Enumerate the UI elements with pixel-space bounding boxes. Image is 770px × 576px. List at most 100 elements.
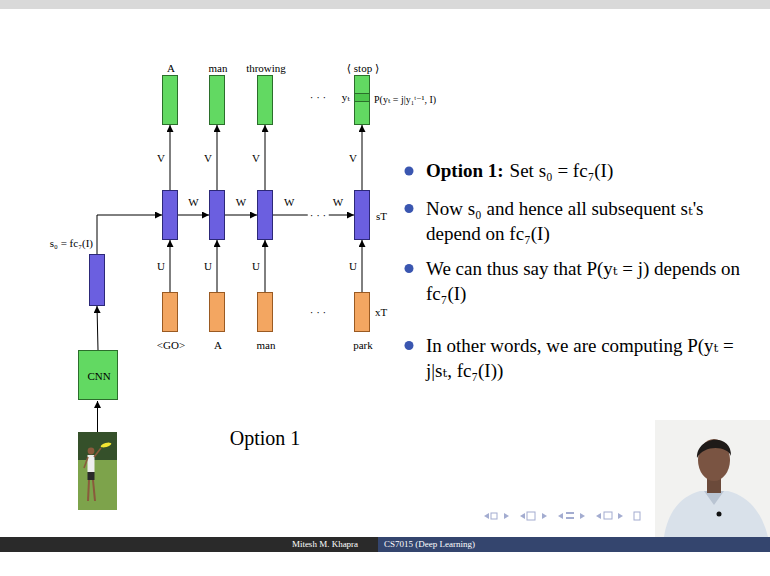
- weight-label: U: [204, 260, 212, 272]
- navigation-symbols: [484, 512, 640, 520]
- presenter-video: [655, 420, 770, 537]
- weight-label: U: [157, 260, 165, 272]
- photo-leg: [88, 480, 89, 501]
- figure-caption: Option 1: [230, 427, 301, 449]
- ellipsis: · · ·: [310, 306, 327, 318]
- output-word: ⟨ stop ⟩: [347, 62, 379, 74]
- output-symbol: yₜ: [342, 91, 350, 103]
- output-word: A: [167, 62, 175, 74]
- input-word: A: [214, 339, 222, 351]
- weight-label: U: [252, 260, 260, 272]
- input-photo: [78, 432, 117, 510]
- nav-symbol: [580, 513, 585, 519]
- connector-arrow: [265, 125, 266, 190]
- footer-author: Mitesh M. Khapra: [292, 540, 358, 550]
- nav-symbol: [618, 513, 623, 519]
- nav-symbol: [542, 513, 547, 519]
- input-word: man: [257, 339, 276, 351]
- bullet-heading: Option 1:: [426, 161, 504, 182]
- photo-shorts: [88, 472, 95, 480]
- weight-label: V: [204, 151, 212, 163]
- ellipsis: · · ·: [310, 91, 327, 103]
- nav-symbol: [596, 513, 601, 519]
- connector-arrow: [362, 125, 363, 190]
- nav-symbol: [491, 513, 497, 519]
- connector-arrow: [217, 125, 218, 190]
- output-box: A: [162, 75, 178, 125]
- state-name: sT: [376, 210, 387, 222]
- input-symbol: xT: [375, 306, 387, 318]
- output-word: throwing: [246, 62, 286, 74]
- nav-symbol: [527, 512, 535, 520]
- connector-arrow: [97, 215, 162, 254]
- photo-trees: [78, 432, 117, 460]
- box-title: CNN: [87, 370, 110, 382]
- footer-bar: [0, 537, 770, 552]
- nav-symbol: [558, 513, 563, 519]
- weight-label: V: [252, 151, 260, 163]
- footer-right: [378, 537, 770, 552]
- hidden-state-box: [257, 190, 273, 240]
- connector-arrow: [265, 240, 266, 292]
- bullet-text: Set s₀ = fc₇(I): [510, 161, 614, 182]
- connector-arrow: [178, 215, 209, 216]
- photo-grass: [78, 432, 117, 510]
- nav-symbol: [634, 512, 640, 520]
- weight-label: V: [349, 151, 357, 163]
- connector-arrow: [170, 125, 171, 190]
- connector-arrow: [217, 240, 218, 292]
- input-box: man: [257, 292, 273, 332]
- weight-label: W: [188, 196, 198, 208]
- photo-leg: [93, 480, 95, 501]
- input-box: <GO>: [162, 292, 178, 332]
- hidden-state-box: sT: [354, 190, 370, 240]
- nav-symbol: [484, 513, 489, 519]
- photo-arm: [84, 457, 88, 468]
- presenter-microphone: [717, 512, 722, 517]
- connector-arrow: [170, 240, 171, 292]
- output-box: man: [209, 75, 225, 125]
- bullet-dot: [405, 167, 414, 176]
- footer-course: CS7015 (Deep Learning): [384, 540, 475, 550]
- output-box: throwing: [257, 75, 273, 125]
- weight-label: W: [236, 196, 246, 208]
- top-band: [0, 0, 770, 9]
- hidden-state-box: [209, 190, 225, 240]
- footer-left: [0, 537, 378, 552]
- ellipsis: · · ·: [308, 209, 329, 221]
- presenter-shirt: [664, 491, 768, 537]
- cnn-box: CNN: [78, 350, 118, 400]
- probability-formula: P(yₜ = j|y₁ᵗ⁻¹, I): [374, 94, 436, 105]
- connector-arrow: [97, 306, 98, 350]
- weight-label: W: [284, 196, 294, 208]
- hidden-state-box: [162, 190, 178, 240]
- bullet-text: We can thus say that P(yₜ = j) depends o…: [426, 256, 751, 306]
- output-box: ⟨ stop ⟩: [354, 75, 370, 125]
- bullet-dot: [405, 264, 414, 273]
- output-word: man: [209, 62, 228, 74]
- photo-head: [88, 448, 95, 455]
- weight-label: U: [349, 260, 357, 272]
- input-box: park: [354, 292, 370, 332]
- photo-arm: [94, 448, 101, 457]
- connector-arrow: [225, 215, 257, 216]
- nav-symbol: [566, 517, 574, 519]
- bullet-text: In other words, we are computing P(yₜ = …: [426, 333, 751, 383]
- presenter-collar: [704, 491, 724, 505]
- state-formula: s₀ = fc₇(I): [50, 237, 93, 249]
- nav-symbol: [504, 513, 509, 519]
- photo-to-cnn-arrow: [97, 401, 98, 432]
- input-box: A: [209, 292, 225, 332]
- bullet-dot: [405, 341, 414, 350]
- video-background: [655, 420, 770, 537]
- weight-label: V: [157, 151, 165, 163]
- nav-symbol: [520, 513, 525, 519]
- input-word: park: [353, 339, 373, 351]
- nav-symbol: [566, 512, 574, 514]
- presenter-hair: [697, 440, 731, 458]
